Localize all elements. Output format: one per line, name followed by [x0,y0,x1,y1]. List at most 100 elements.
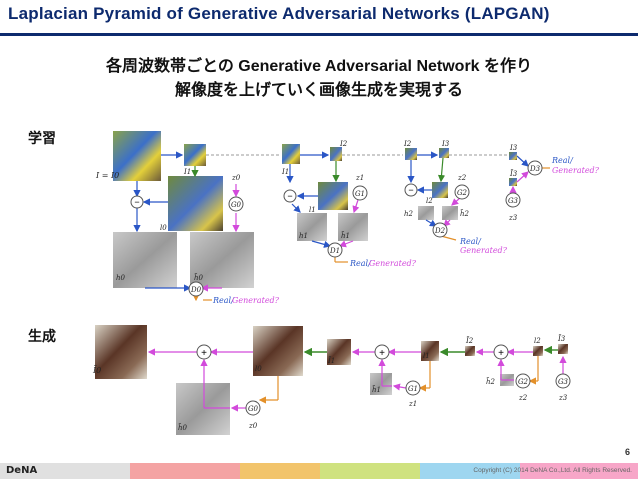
plus-node-0: + [196,344,212,360]
footer-color-bar [0,463,638,479]
image-i1 [282,144,300,164]
gen-label-i0-tilde: Ĩ0 [92,366,101,375]
label-generated-2: Generated? [460,246,508,255]
image-h1 [297,213,327,241]
label-i3-b: I3 [509,144,518,152]
node-label: G3 [508,197,519,205]
generator-node-g2-learn: G2 [454,184,470,200]
page-number: 6 [624,447,630,457]
generator-node-g1-gen: G1 [405,380,421,396]
generator-node-g3-gen: G3 [555,373,571,389]
image-l0-large [168,176,223,231]
node-label: G3 [558,378,569,386]
footer-segment [320,463,420,479]
node-label: − [134,197,139,207]
dena-logo: DeNA [6,465,38,476]
gen-image-l2 [533,346,543,356]
label-l1-learn: l1 [309,206,316,214]
node-label: G1 [408,385,418,393]
gen-image-i3-tilde [558,344,568,354]
gen-label-i2-tilde: Ĩ2 [465,336,474,345]
gen-label-l2: l2 [534,337,541,345]
image-l1 [318,182,348,210]
image-h2-tilde [442,206,458,220]
minus-node-1: − [283,189,297,203]
generator-node-g3-learn: G3 [505,192,521,208]
subtitle-line-1: 各周波数帯ごとの Generative Adversarial Network … [105,58,533,75]
gen-label-h2-tilde: h̃2 [486,377,496,386]
node-label: D3 [529,165,541,173]
image-i3-small [439,148,449,158]
label-z2-learn: z2 [457,174,467,182]
node-label: + [201,348,207,359]
generator-node-g1-learn: G1 [352,185,368,201]
label-h0-tilde: h̃0 [194,273,204,282]
label-real-1: Real/ [349,259,372,268]
label-z3-learn: z3 [508,214,518,222]
node-label: G1 [355,190,365,198]
gen-label-l0: l0 [255,365,262,373]
image-h0 [113,232,177,288]
gen-label-i3-tilde: Ĩ3 [557,334,566,343]
gen-image-l1 [421,341,439,361]
node-label: + [379,348,385,359]
subtitle-line-2: 解像度を上げていく画像生成を実現する [174,82,463,99]
label-generated-3: Generated? [552,166,600,175]
gen-label-h1-tilde: h̃1 [372,385,381,394]
image-h0-tilde [190,232,254,288]
image-i3 [509,152,517,160]
label-real-3: Real/ [551,156,574,165]
footer-segment [520,463,638,479]
image-i0-large [113,131,161,181]
gen-label-i1-tilde: Ĩ1 [327,356,335,365]
gen-image-h1-tilde [370,373,392,395]
node-label: D2 [434,227,446,235]
label-i1-b: I1 [281,168,289,176]
image-l2 [432,182,448,198]
minus-node-2: − [404,183,418,197]
plus-node-1: + [374,344,390,360]
title-underline [0,33,638,36]
label-i2-a: I2 [339,140,348,148]
gen-label-l1: l1 [423,352,430,360]
footer-segment [240,463,320,479]
label-i-eq-i0: I = I0 [95,171,119,180]
image-i3-tilde [509,178,517,186]
node-label: G2 [518,378,529,386]
image-i2-small [330,147,342,161]
image-h2 [418,206,434,220]
gen-image-i2-tilde [465,346,475,356]
gen-label-z2: z2 [518,394,528,402]
copyright-notice: Copyright (C) 2014 DeNA Co.,Ltd. All Rig… [473,467,632,474]
label-z0-learn: z0 [231,174,241,182]
label-h1: h1 [299,232,308,240]
label-i3-tilde-learn: Ĩ3 [509,169,518,178]
node-label: + [498,348,504,359]
label-z1-learn: z1 [355,174,364,182]
label-h0: h0 [116,274,126,282]
gen-image-h0-tilde [176,383,230,435]
minus-node-0: − [130,195,144,209]
image-i2 [405,148,417,160]
label-i2-b: I2 [403,140,412,148]
node-label: − [287,191,292,201]
discriminator-node-d2: D2 [432,222,448,238]
label-h1-tilde: h̃1 [341,231,350,240]
generator-node-g0-learn: G0 [228,196,244,212]
discriminator-node-d0: D0 [188,281,204,297]
discriminator-node-d1: D1 [327,242,343,258]
label-h2: h2 [404,210,414,218]
label-real-0: Real/ [212,296,235,305]
label-h2-tilde: h̃2 [460,209,470,218]
image-h1-tilde [338,213,368,241]
node-label: D0 [190,286,202,294]
footer-segment [0,463,130,479]
gen-image-i1-tilde [327,339,351,365]
label-i3-a: I3 [441,140,450,148]
gen-label-h0-tilde: h̃0 [178,423,188,432]
generator-node-g0-gen: G0 [245,400,261,416]
generator-node-g2-gen: G2 [515,373,531,389]
section-label-learning: 学習 [28,130,56,146]
footer-segment [420,463,520,479]
